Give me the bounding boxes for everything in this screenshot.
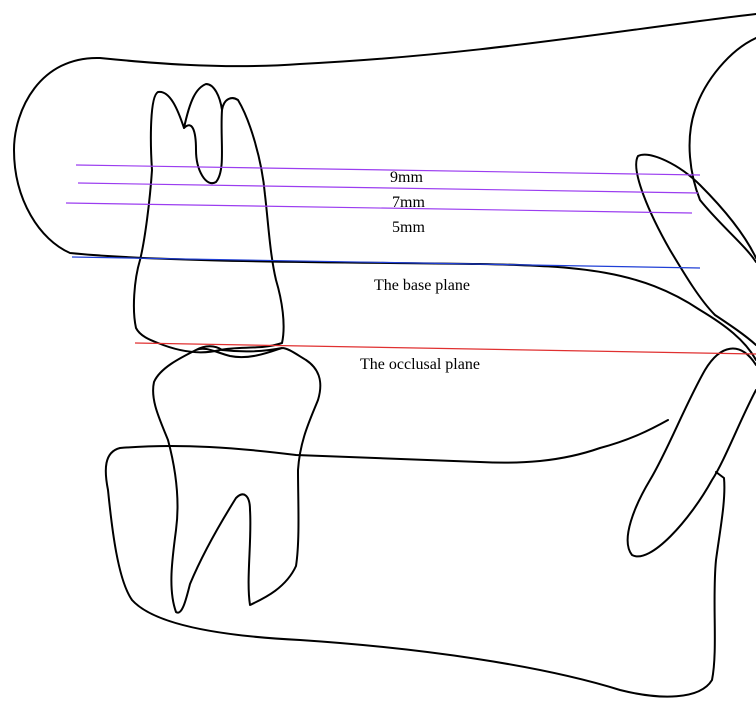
upper-tooth-outline (134, 84, 284, 352)
lower-tooth-outline (153, 346, 320, 612)
lower-jaw-outline (106, 420, 725, 697)
upper-jaw-outline (14, 14, 756, 360)
base-plane-line (72, 257, 700, 268)
right-hook-structure (636, 155, 756, 345)
label-base-plane: The base plane (374, 278, 470, 294)
right-upper-structure (690, 38, 756, 262)
label-9mm: 9mm (390, 170, 423, 186)
depth-line-7mm (78, 183, 698, 193)
label-7mm: 7mm (392, 195, 425, 211)
right-lower-bulge (628, 349, 756, 557)
depth-line-5mm (66, 203, 692, 213)
depth-line-9mm (76, 165, 700, 175)
label-occlusal-plane: The occlusal plane (360, 357, 480, 373)
label-5mm: 5mm (392, 220, 425, 236)
